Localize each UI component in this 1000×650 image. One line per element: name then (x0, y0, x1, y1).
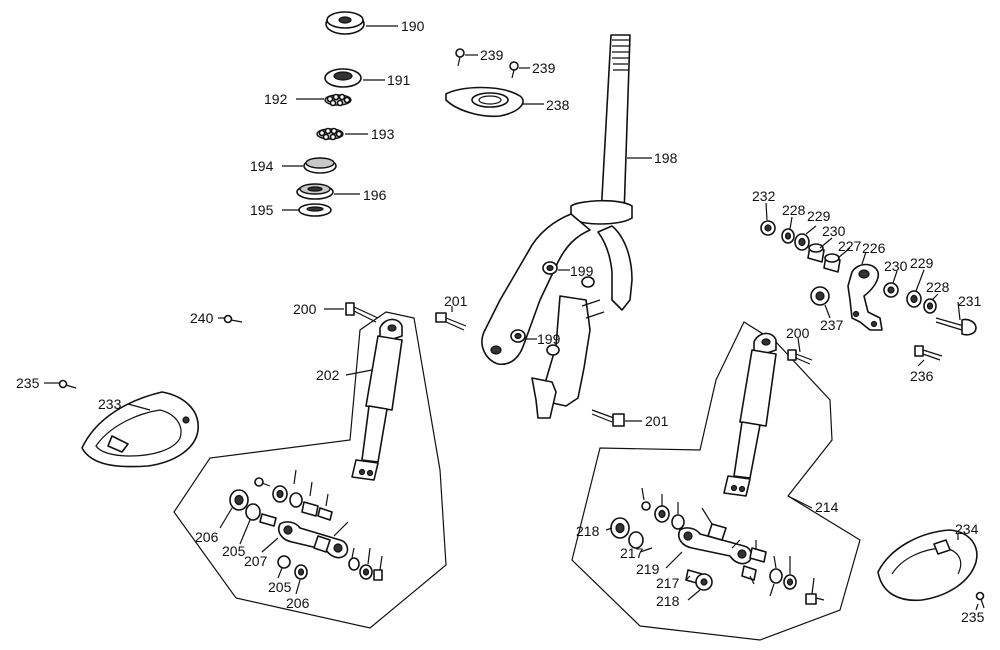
callout-201-lower: 201 (645, 413, 669, 429)
callout-229-lower: 229 (910, 255, 934, 271)
callout-194: 194 (250, 158, 274, 174)
callout-232: 232 (752, 188, 776, 204)
callout-200-right: 200 (786, 325, 810, 341)
part-199-nut-lower (510, 329, 560, 356)
callout-199-lower: 199 (537, 331, 561, 347)
callout-201-upper: 201 (444, 293, 468, 309)
part-233-left-cover (81, 391, 199, 468)
left-linkage-parts (229, 477, 383, 581)
callout-239-left: 239 (480, 47, 504, 63)
callout-205-upper: 205 (222, 543, 246, 559)
right-linkage-leaders (605, 487, 815, 601)
callout-236: 236 (910, 368, 934, 384)
callout-239-right: 239 (532, 60, 556, 76)
callout-199-upper: 199 (570, 263, 594, 279)
part-235-screw-right (975, 591, 985, 609)
callout-193: 193 (371, 126, 395, 142)
part-199-nut-upper (542, 261, 595, 288)
part-227-collar (823, 253, 841, 273)
callout-202: 202 (316, 367, 340, 383)
part-191-cone-race (324, 68, 362, 88)
callout-206-upper: 206 (195, 529, 219, 545)
callout-217-upper: 217 (620, 545, 644, 561)
callout-218-lower: 218 (656, 593, 680, 609)
callout-192: 192 (264, 91, 288, 107)
callout-226: 226 (862, 240, 886, 256)
callout-214: 214 (815, 499, 839, 515)
part-228-washer-upper (781, 228, 795, 244)
right-shock-group-outline (571, 321, 861, 641)
part-228-washer-lower (923, 298, 937, 314)
callout-190: 190 (401, 18, 425, 34)
part-234-right-cover (877, 529, 978, 602)
callout-227: 227 (838, 238, 862, 254)
callout-237: 237 (820, 317, 844, 333)
part-192-ball-bearings (324, 93, 352, 107)
callout-219: 219 (636, 561, 660, 577)
part-232-nut (760, 220, 776, 236)
callout-205-lower: 205 (268, 579, 292, 595)
callout-195: 195 (250, 202, 274, 218)
callout-230-upper: 230 (822, 223, 846, 239)
part-229-washer-upper (794, 233, 810, 251)
part-230-bushing-lower (883, 282, 899, 298)
right-linkage-parts (610, 501, 825, 605)
part-235-screw-left (58, 379, 77, 389)
part-200-bolt-right (787, 349, 813, 365)
part-202-left-shock-absorber (351, 318, 403, 481)
part-196-lower-race (296, 183, 334, 200)
part-237-nut (810, 286, 830, 306)
callout-233: 233 (98, 396, 122, 412)
callout-230-lower: 230 (884, 258, 908, 274)
callout-217-lower: 217 (656, 575, 680, 591)
part-202-right-shock-absorber (723, 332, 777, 497)
part-198-steering-stem-fork (481, 34, 633, 419)
callout-198: 198 (654, 150, 678, 166)
part-238-cover-plate (445, 86, 524, 118)
part-200-bolt-left (345, 302, 379, 323)
part-230-bushing-upper (807, 243, 825, 263)
part-240-screw (223, 314, 243, 324)
part-239-screw-right (509, 61, 519, 79)
callout-235-right: 235 (961, 609, 985, 625)
callout-238: 238 (546, 97, 570, 113)
part-194-upper-race (303, 157, 337, 174)
part-201-bolt-lower (591, 409, 625, 427)
callout-206-lower: 206 (286, 595, 310, 611)
left-shock-group-outline (173, 311, 447, 629)
part-190-lock-nut (325, 11, 365, 35)
callout-191: 191 (387, 72, 411, 88)
left-linkage-leaders (219, 469, 383, 595)
part-226-mounting-bracket (847, 263, 883, 331)
callout-229-upper: 229 (807, 208, 831, 224)
part-201-bolt-upper (435, 312, 467, 331)
part-229-washer-lower (906, 290, 922, 308)
callout-234: 234 (955, 521, 979, 537)
callout-228-upper: 228 (782, 202, 806, 218)
callout-207: 207 (244, 553, 268, 569)
callout-200-left: 200 (293, 301, 317, 317)
callout-218-upper: 218 (576, 523, 600, 539)
callout-235-left: 235 (16, 375, 40, 391)
callout-196: 196 (363, 187, 387, 203)
callout-240: 240 (190, 310, 214, 326)
callout-231: 231 (958, 293, 982, 309)
part-193-ball-bearings (316, 127, 344, 141)
part-195-dust-seal (298, 203, 332, 217)
part-236-bolt (914, 345, 943, 361)
part-231-bolt (935, 317, 977, 336)
part-239-screw-left (455, 48, 465, 67)
callout-228-lower: 228 (926, 279, 950, 295)
